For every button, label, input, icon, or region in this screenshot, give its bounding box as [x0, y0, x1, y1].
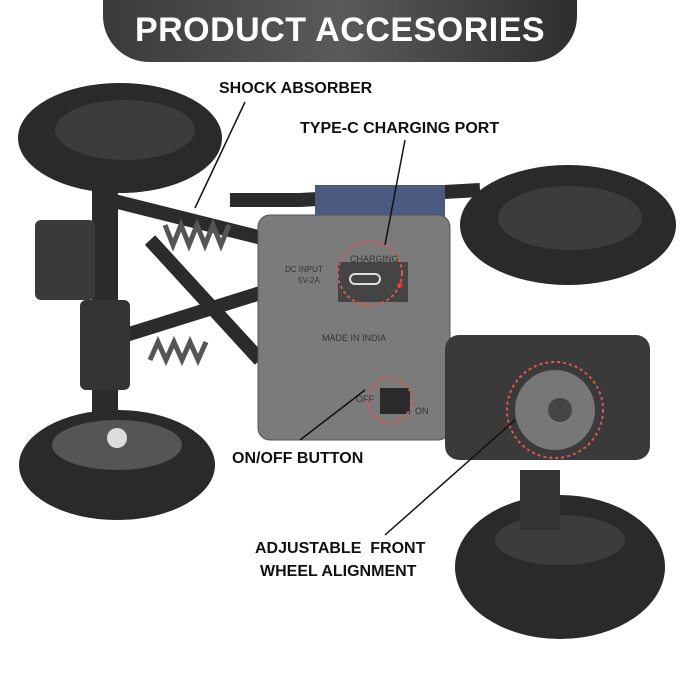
- left-hub: [35, 220, 95, 300]
- left-knuckle: [80, 300, 130, 390]
- power-switch: [380, 388, 410, 414]
- callout-charging-port: TYPE-C CHARGING PORT: [300, 120, 500, 137]
- highlight-circle: [506, 361, 604, 459]
- on-marking: ON: [415, 406, 429, 416]
- made-in-marking: MADE IN INDIA: [322, 333, 386, 343]
- highlight-circle: [337, 240, 403, 306]
- voltage-marking: 5V-2A: [298, 276, 320, 285]
- tire: [18, 83, 222, 193]
- charging-marking: CHARGING: [350, 254, 399, 264]
- page-title: PRODUCT ACCESORIES: [134, 11, 546, 49]
- callout-on-off: ON/OFF BUTTON: [232, 450, 364, 467]
- title-banner: PRODUCT ACCESORIES: [103, 0, 577, 62]
- callout-alignment-line2: WHEEL ALIGNMENT: [260, 563, 417, 580]
- tire: [19, 410, 215, 520]
- front-knuckle: [520, 470, 560, 530]
- usb-c-icon: [349, 273, 381, 285]
- usb-c-port: [338, 262, 408, 302]
- callout-arrows: [194, 101, 516, 536]
- off-marking: OFF: [356, 394, 374, 404]
- tire: [460, 165, 676, 285]
- shock-absorber-springs: [147, 218, 232, 367]
- callout-shock-absorber: SHOCK ABSORBER: [219, 80, 373, 97]
- highlight-circle: [367, 377, 413, 423]
- dc-input-marking: DC INPUT: [285, 265, 323, 274]
- callout-alignment-line1: ADJUSTABLE FRONT: [255, 540, 426, 557]
